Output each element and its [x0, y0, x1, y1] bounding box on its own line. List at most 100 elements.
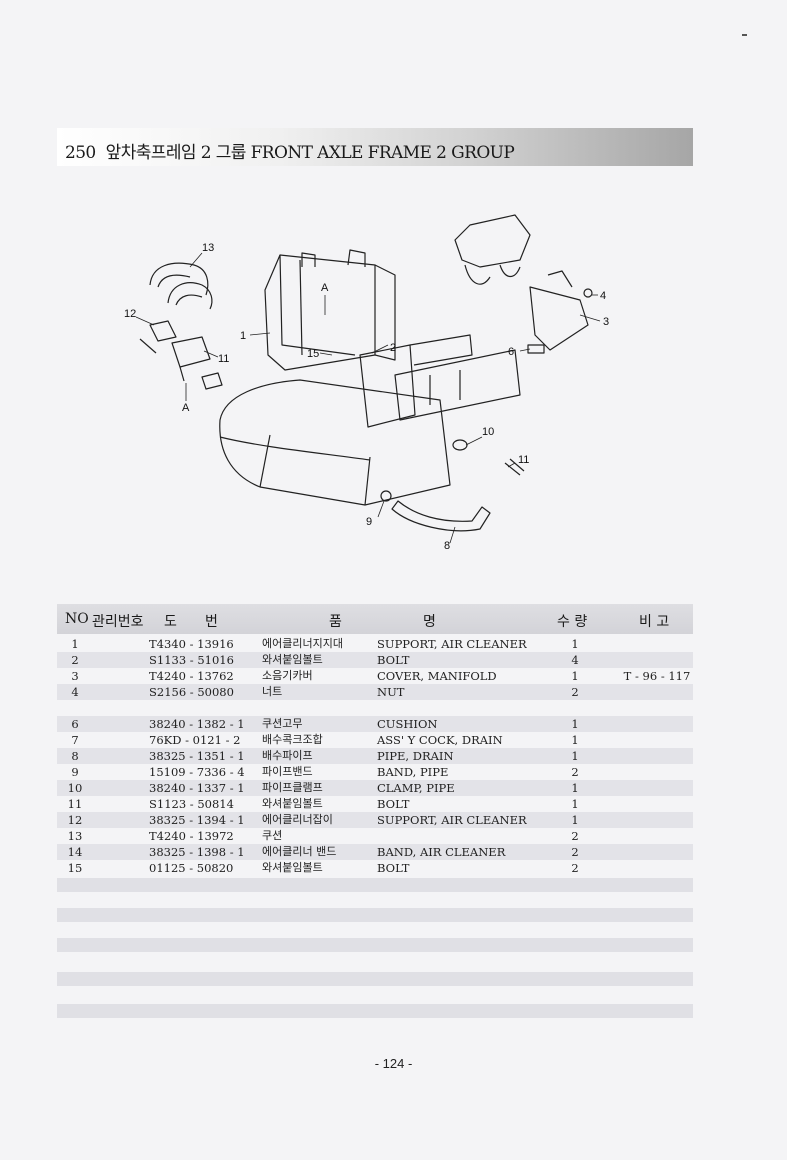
cell-qty: 2: [571, 829, 579, 843]
header-no: NO: [65, 611, 89, 627]
header-remarks: 비 고: [639, 614, 670, 630]
cell-name-ko: 와셔붙임볼트: [262, 653, 323, 666]
hood-body-drawing: [219, 379, 451, 506]
callout-a-bottom: A: [182, 402, 190, 414]
header-drawing-b: 번: [205, 614, 218, 630]
cell-qty: 1: [571, 781, 579, 795]
cell-part-no: 38325 - 1351 - 1: [149, 749, 245, 763]
callout-10: 10: [482, 426, 494, 438]
callout-9: 9: [366, 516, 372, 528]
cell-part-no: 38325 - 1398 - 1: [149, 845, 245, 859]
cell-qty: 2: [571, 845, 579, 859]
cell-name-en: CUSHION: [377, 717, 438, 731]
cell-name-ko: 에어클리너잡이: [262, 813, 333, 826]
callout-13: 12: [124, 308, 136, 320]
cell-part-no: T4340 - 13916: [149, 637, 234, 651]
cell-no: 7: [71, 733, 79, 747]
cell-part-no: S1123 - 50814: [149, 797, 234, 811]
header-mgmt-no: 관리번호: [92, 614, 144, 630]
cell-no: 12: [67, 813, 83, 827]
callout-14: 13: [202, 242, 214, 254]
cell-no: 1: [71, 637, 79, 651]
cell-name-en: SUPPORT, AIR CLEANER: [377, 637, 527, 651]
cell-name-en: BOLT: [377, 653, 410, 667]
header-name-a: 품: [329, 614, 342, 630]
callout-12: 11: [218, 353, 229, 365]
cell-part-no: 01125 - 50820: [149, 861, 234, 875]
cell-name-en: BOLT: [377, 861, 410, 875]
empty-row-band: [57, 1004, 693, 1018]
page-number: - 124 -: [374, 1056, 413, 1071]
cell-part-no: S1133 - 51016: [149, 653, 234, 667]
table-row: 8 38325 - 1351 - 1 배수파이프 PIPE, DRAIN 1: [57, 748, 693, 764]
cell-part-no: 38240 - 1337 - 1: [149, 781, 245, 795]
cell-name-en: PIPE, DRAIN: [377, 749, 454, 763]
cell-name-ko: 에어클리너지지대: [262, 637, 343, 650]
empty-row-band: [57, 938, 693, 952]
cell-qty: 1: [571, 813, 579, 827]
cell-qty: 1: [571, 717, 579, 731]
header-qty: 수 량: [557, 614, 588, 630]
table-row: 2 S1133 - 51016 와셔붙임볼트 BOLT 4: [57, 652, 693, 668]
callout-3: 3: [603, 316, 609, 328]
cell-name-ko: 배수파이프: [262, 749, 313, 762]
callout-11: 11: [518, 454, 529, 466]
cell-name-en: BAND, PIPE: [377, 765, 449, 779]
cell-no: 4: [71, 685, 79, 699]
callout-6: 6: [508, 346, 514, 358]
cell-name-ko: 쿠션고무: [262, 717, 303, 730]
cell-no: 6: [71, 717, 79, 731]
cell-part-no: 76KD - 0121 - 2: [149, 733, 241, 747]
cell-name-en: CLAMP, PIPE: [377, 781, 455, 795]
empty-row-band: [57, 908, 693, 922]
header-name-b: 명: [423, 614, 436, 630]
part-7-cock-drawing: [201, 372, 223, 390]
parts-table-header: NO 관리번호 도 번 품 명 수 량 비 고: [57, 604, 693, 634]
leader-lines: [135, 252, 601, 544]
table-row: [57, 700, 693, 716]
cell-qty: 4: [571, 653, 579, 667]
part-1-frame-drawing: [264, 249, 396, 371]
cell-name-en: BAND, AIR CLEANER: [377, 845, 506, 859]
scan-mark: [742, 34, 747, 36]
cell-name-en: COVER, MANIFOLD: [377, 669, 497, 683]
cell-no: 11: [67, 797, 83, 811]
rail-plates-drawing: [394, 349, 521, 421]
cell-name-en: NUT: [377, 685, 405, 699]
callout-4: 4: [600, 290, 606, 302]
cell-name-ko: 소음기카버: [262, 669, 313, 682]
cell-part-no: S2156 - 50080: [149, 685, 234, 699]
cell-no: 13: [67, 829, 83, 843]
exploded-parts-diagram: 13 12 11 1 2 3 4 6 8 9 10 11 15 A A: [124, 214, 609, 552]
cell-qty: 2: [571, 765, 579, 779]
cell-name-ko: 쿠션: [262, 829, 283, 842]
callout-15: 15: [307, 348, 319, 360]
cell-no: 2: [71, 653, 79, 667]
callout-1: 1: [240, 330, 246, 342]
cell-part-no: T4240 - 13762: [149, 669, 234, 683]
callout-2: 2: [390, 342, 396, 354]
cell-name-ko: 와셔붙임볼트: [262, 861, 323, 874]
cell-name-ko: 파이프클램프: [262, 781, 323, 794]
cell-qty: 2: [571, 861, 579, 875]
cell-no: 8: [71, 749, 79, 763]
cell-name-ko: 와셔붙임볼트: [262, 797, 323, 810]
cell-qty: 1: [571, 749, 579, 763]
cell-name-ko: 너트: [262, 685, 283, 698]
cell-qty: 1: [571, 637, 579, 651]
cell-part-no: T4240 - 13972: [149, 829, 234, 843]
cell-qty: 1: [571, 733, 579, 747]
table-row: 4 S2156 - 50080 너트 NUT 2: [57, 684, 693, 700]
header-drawing-a: 도: [164, 614, 177, 630]
cell-qty: 2: [571, 685, 579, 699]
cell-name-en: SUPPORT, AIR CLEANER: [377, 813, 527, 827]
